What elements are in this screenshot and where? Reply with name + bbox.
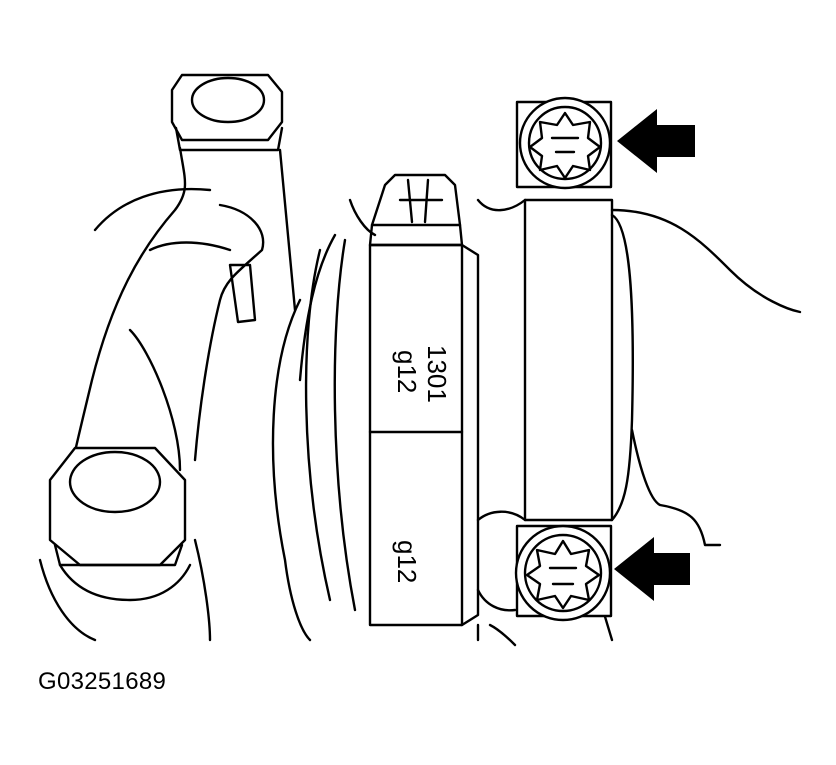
connecting-rod-web bbox=[93, 187, 232, 472]
lower-right-bolt bbox=[514, 524, 613, 622]
journal-shading bbox=[304, 238, 357, 612]
upper-bolt-nut bbox=[170, 73, 284, 152]
connecting-rod-inner-curve bbox=[193, 203, 265, 462]
cap-stamp-1301: 1301 bbox=[422, 345, 452, 403]
arrow-icon-upper bbox=[617, 109, 695, 173]
bearing-cap bbox=[368, 173, 480, 627]
cap-stamp-g12-lower: g12 bbox=[392, 540, 422, 583]
upper-right-bolt bbox=[515, 96, 613, 190]
lower-left-nut bbox=[48, 446, 192, 602]
bearing-cap-right-body bbox=[476, 198, 614, 522]
cap-side-rib bbox=[523, 198, 634, 522]
lower-cap-body bbox=[476, 588, 614, 647]
figure-id-caption: G03251689 bbox=[38, 668, 167, 695]
block-right-outline bbox=[610, 208, 802, 547]
cap-stamp-g12-upper: g12 bbox=[392, 350, 422, 393]
arrow-icon-lower bbox=[614, 537, 690, 601]
rod-lower-left-outline bbox=[38, 538, 212, 642]
